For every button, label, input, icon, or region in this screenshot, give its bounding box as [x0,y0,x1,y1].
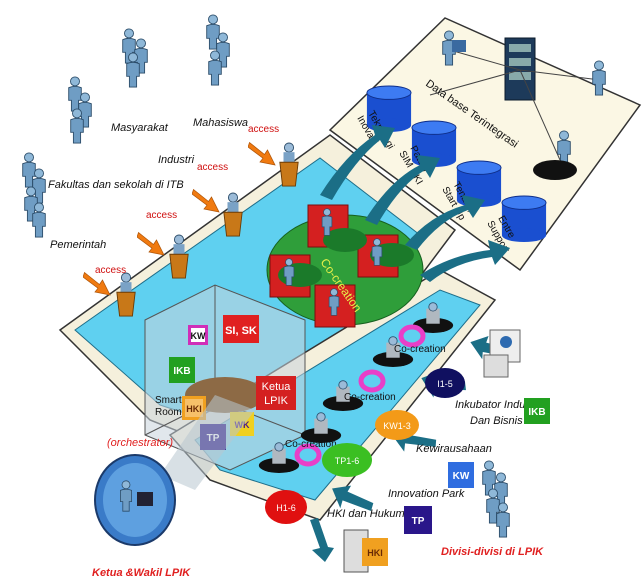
badge-ikb-right: IKB [528,407,545,418]
smart-room-label-1: Smart [155,395,182,406]
node-tp16: TP1-6 [335,456,360,466]
unit-hki-hukum: HKI dan Hukum [327,508,405,520]
node-h16: H1-6 [276,503,296,513]
node-i15: I1-5 [437,379,453,389]
badge-hki-bottom: HKI [367,548,383,558]
ketua-wakil-label: Ketua &Wakil LPIK [92,567,191,579]
co-creation-tables: Co-creation Co-creation Co-creation [258,302,454,474]
divisi-group: Divisi-divisi di LPIK [441,460,544,558]
stakeholders: Masyarakat Mahasiswa Industri Fakultas d… [22,14,248,251]
smart-room-label-2: Room [155,407,182,418]
unit-inkubator-2: Dan Bisnis [470,415,523,427]
badge-kw: KW [191,331,206,341]
orchestrator-label: (orchestrator) [107,437,173,449]
right-units: Inkubator Industri Dan Bisnis Kewirausah… [327,329,550,573]
badge-ketua-2: LPIK [264,395,289,407]
stakeholder-masyarakat: Masyarakat [111,122,169,134]
unit-inkubator-1: Inkubator Industri [455,399,541,411]
access-label-4: access [248,124,279,135]
badge-kw-right: KW [453,471,470,482]
database-panel: Data base Terintegrasi Teknologi Inovasi… [328,17,642,272]
stakeholder-fakultas: Fakultas dan sekolah di ITB [48,179,184,191]
co-creation-center: Co-creation [266,204,424,328]
badge-si-sk: SI, SK [225,325,257,337]
unit-innovation-park: Innovation Park [388,488,465,500]
stakeholder-mahasiswa: Mahasiswa [193,117,248,129]
badge-hki: HKI [186,404,202,414]
unit-nodes: I1-5 KW1-3 TP1-6 H1-6 [265,368,465,524]
badge-tp-right: TP [412,516,425,527]
co-creation-label-3: Co-creation [285,439,337,450]
access-label-2: access [146,210,177,221]
badge-ketua-1: Ketua [262,381,292,393]
access-label-3: access [197,162,228,173]
access-points: access access access access [83,124,299,317]
badge-ikb: IKB [173,366,190,377]
node-kw13: KW1-3 [383,421,411,431]
stakeholder-industri: Industri [158,154,195,166]
access-label-1: access [95,265,126,276]
co-creation-label-1: Co-creation [394,344,446,355]
divisi-label: Divisi-divisi di LPIK [441,546,544,558]
stakeholder-pemerintah: Pemerintah [50,239,106,251]
co-creation-label-2: Co-creation [344,392,396,403]
orchestrator: (orchestrator) Ketua &Wakil LPIK [92,395,255,579]
unit-kewirausahaan: Kewirausahaan [416,443,492,455]
